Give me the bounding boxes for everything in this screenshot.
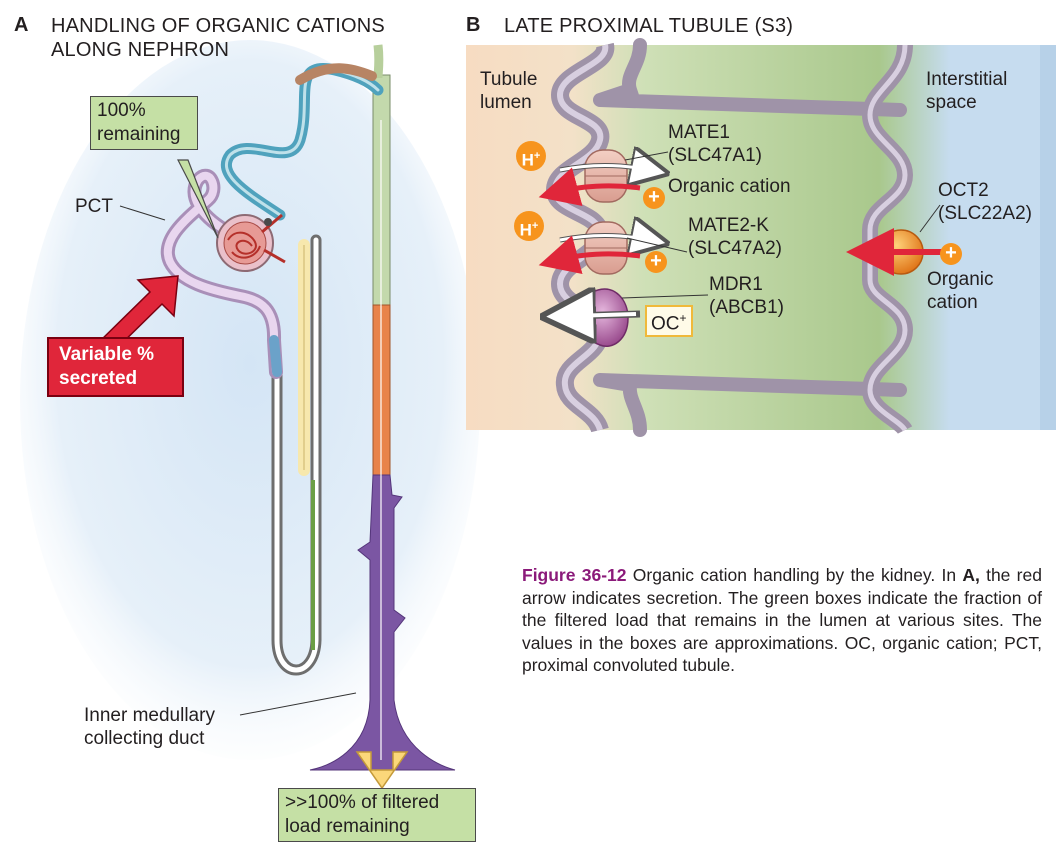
figure-caption: Figure 36-12 Organic cation handling by … <box>522 564 1042 677</box>
proton-2-h: H <box>519 220 532 240</box>
mate1-label: MATE1 (SLC47A1) <box>668 121 762 167</box>
loop-of-henle <box>271 234 322 676</box>
glomerulus <box>216 213 286 272</box>
mate1-line1: MATE1 <box>668 122 730 143</box>
panel-a-title-line2: ALONG NEPHRON <box>51 39 230 61</box>
proton-ion-1: H+ <box>516 141 546 171</box>
pct-leader <box>119 205 166 221</box>
oct2-line1: OCT2 <box>938 180 989 201</box>
imcd-label-line1: Inner medullary <box>84 705 215 726</box>
oc-tag-sup: + <box>679 311 687 325</box>
proton-1-sup: + <box>533 150 541 162</box>
mdr1-label: MDR1 (ABCB1) <box>709 273 784 319</box>
remaining-box-top-line1: 100% <box>97 100 146 121</box>
organic-cation-right-line2: cation <box>927 292 978 313</box>
interstitial-line1: Interstitial <box>926 69 1008 90</box>
mdr1-line1: MDR1 <box>709 274 763 295</box>
box-pointer <box>177 159 219 239</box>
oc-plus-tag: OC+ <box>645 305 693 338</box>
panel-a-title-line1: HANDLING OF ORGANIC CATIONS <box>51 15 385 37</box>
cation-plus-3: + <box>940 243 962 265</box>
oct2-label: OCT2 (SLC22A2) <box>938 179 1032 225</box>
remaining-box-bottom-line2: load remaining <box>285 816 410 837</box>
proton-ion-2: H+ <box>514 211 544 241</box>
cation-plus-2: + <box>645 251 667 273</box>
mate2k-transporter <box>538 222 650 275</box>
organic-cation-right-line1: Organic <box>927 269 994 290</box>
organic-cation-right-label: Organic cation <box>927 268 994 314</box>
proton-1-h: H <box>521 150 534 170</box>
imcd-label: Inner medullary collecting duct <box>84 704 215 750</box>
tubule-lumen-label: Tubule lumen <box>480 68 537 114</box>
nephron-halo <box>20 40 480 760</box>
proton-2-sup: + <box>531 220 539 232</box>
distal-tubule <box>220 63 384 221</box>
panel-b-letter: B <box>466 14 481 36</box>
variable-secreted-line2: secreted <box>59 368 138 389</box>
variable-secreted-box: Variable % secreted <box>47 337 184 397</box>
mate1-transporter <box>538 150 650 207</box>
remaining-box-bottom: >>100% of filtered load remaining <box>278 788 476 842</box>
pct-label: PCT <box>75 196 113 217</box>
panel-b-leaders <box>621 151 941 299</box>
collecting-duct <box>309 44 456 771</box>
interstitial-line2: space <box>926 92 977 113</box>
mate2k-line2: (SLC47A2) <box>688 238 782 259</box>
mate1-line2: (SLC47A1) <box>668 145 762 166</box>
mdr1-transporter <box>568 289 641 347</box>
remaining-box-top: 100% remaining <box>90 96 198 150</box>
flow-down-arrow <box>355 751 409 790</box>
oct2-transporter <box>846 228 945 276</box>
mate2k-line1: MATE2-K <box>688 215 769 236</box>
remaining-box-top-line2: remaining <box>97 124 181 145</box>
mate2k-label: MATE2-K (SLC47A2) <box>688 214 782 260</box>
interstitial-space-label: Interstitial space <box>926 68 1007 114</box>
imcd-leader <box>239 692 357 716</box>
panel-a-letter: A <box>14 14 29 36</box>
cation-plus-1: + <box>643 187 665 209</box>
imcd-label-line2: collecting duct <box>84 728 205 749</box>
caption-text-1: Organic cation handling by the kidney. I… <box>626 565 963 585</box>
organic-cation-label: Organic cation <box>668 176 791 197</box>
figure-label: Figure 36-12 <box>522 565 627 585</box>
tubule-lumen-line1: Tubule <box>480 69 538 90</box>
oct2-line2: (SLC22A2) <box>938 203 1032 224</box>
panel-a-title: HANDLING OF ORGANIC CATIONS ALONG NEPHRO… <box>51 14 385 62</box>
panel-b-title: LATE PROXIMAL TUBULE (S3) <box>504 15 794 37</box>
variable-secreted-line1: Variable % <box>59 344 155 365</box>
mdr1-line2: (ABCB1) <box>709 297 784 318</box>
caption-bold-a: A, <box>962 565 980 585</box>
caption-text-2: the red arrow indicates secretion. The g… <box>522 565 1042 675</box>
tubule-lumen-line2: lumen <box>480 92 532 113</box>
remaining-box-bottom-line1: >>100% of filtered <box>285 792 440 813</box>
oc-tag-text: OC <box>651 313 680 335</box>
